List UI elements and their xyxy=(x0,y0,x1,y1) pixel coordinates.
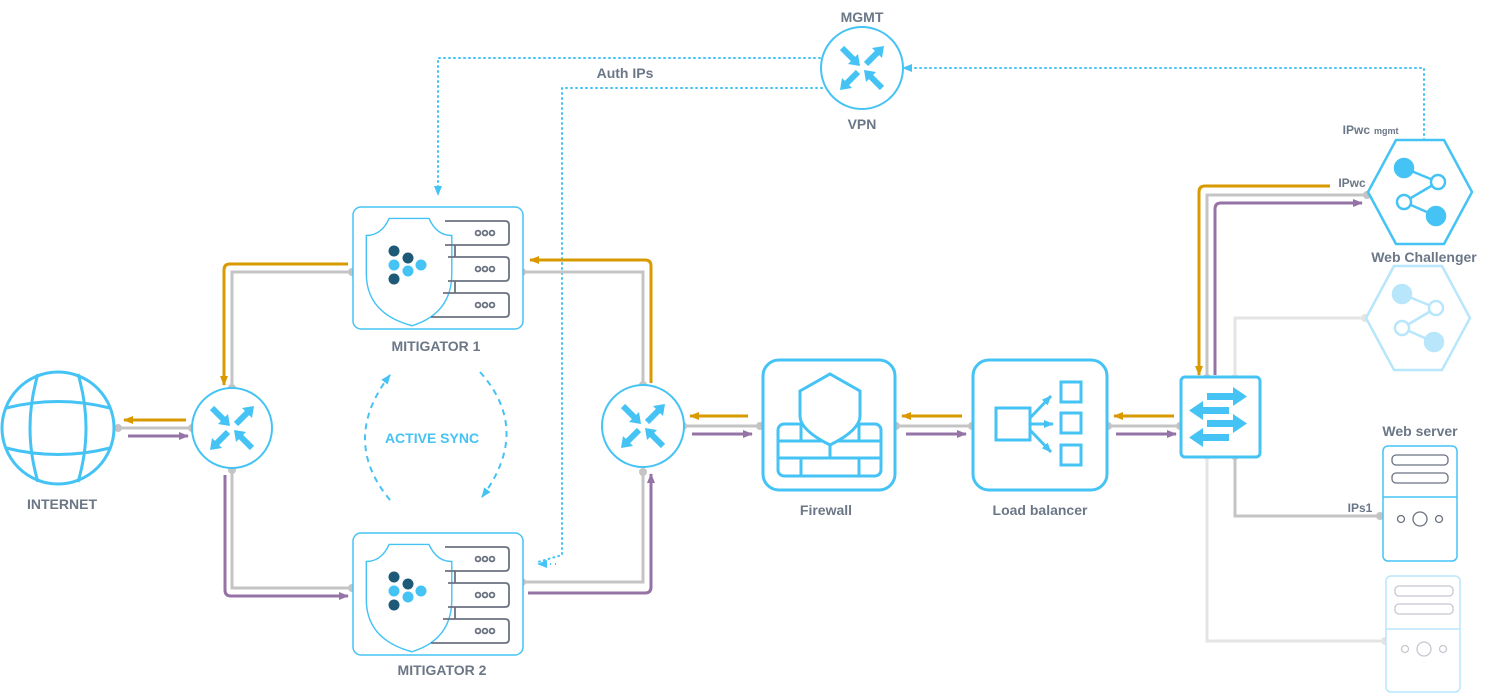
return-flow xyxy=(123,184,1330,424)
share-icon xyxy=(1391,283,1445,353)
server-stack-icon xyxy=(431,546,510,644)
mitigator-2-node[interactable] xyxy=(352,532,524,656)
auth-ips-label: Auth IPs xyxy=(597,65,654,81)
ipwc-mgmt-label: IPwc xyxy=(1343,123,1371,137)
internet-label: INTERNET xyxy=(27,496,97,512)
server-icon xyxy=(1391,454,1449,527)
core-router-icon[interactable] xyxy=(601,384,685,468)
web-challenger-node[interactable] xyxy=(1366,138,1474,246)
active-sync-label: ACTIVE SYNC xyxy=(385,430,479,446)
mgmt-link-web-challenger xyxy=(902,64,1425,141)
mgmt-link-mitigator2 xyxy=(537,87,823,563)
clean-flow xyxy=(128,199,1363,600)
web-challenger-label: Web Challenger xyxy=(1371,249,1477,265)
share-icon xyxy=(1393,157,1447,227)
mgmt-label: MGMT xyxy=(841,9,884,25)
firewall-node[interactable] xyxy=(761,358,897,492)
switch-node[interactable] xyxy=(1179,375,1262,459)
firewall-label: Firewall xyxy=(800,502,852,518)
vpn-router-icon[interactable] xyxy=(820,26,904,110)
server-icon xyxy=(1394,585,1454,657)
load-balancer-node[interactable] xyxy=(971,358,1109,492)
mgmt-links xyxy=(434,57,1425,568)
web-server-label: Web server xyxy=(1382,423,1458,439)
mitigator-2-label: MITIGATOR 2 xyxy=(398,662,487,678)
web-server-node[interactable] xyxy=(1382,445,1458,562)
dots-logo-icon xyxy=(388,245,427,285)
internet-globe-icon[interactable] xyxy=(0,370,116,486)
load-balancer-icon xyxy=(994,380,1083,467)
shield-icon xyxy=(365,543,453,653)
switch-arrows-icon xyxy=(1189,387,1247,447)
edge-router-icon[interactable] xyxy=(191,387,273,469)
mitigator-1-label: MITIGATOR 1 xyxy=(392,338,481,354)
mitigator-1-node[interactable] xyxy=(352,206,524,330)
physical-links xyxy=(118,193,1380,590)
sync-arrows-icon xyxy=(364,371,508,501)
ips1-port-label: IPs1 xyxy=(1348,501,1373,515)
shield-icon xyxy=(365,217,453,327)
mgmt-link-mitigator1 xyxy=(434,57,821,196)
web-challenger-standby-node[interactable] xyxy=(1364,264,1472,372)
web-server-standby-node[interactable] xyxy=(1385,575,1461,693)
dots-logo-icon xyxy=(388,571,427,611)
vpn-label: VPN xyxy=(848,116,877,132)
load-balancer-label: Load balancer xyxy=(993,502,1088,518)
faded-links xyxy=(1205,316,1385,643)
firewall-icon xyxy=(776,372,883,478)
server-stack-icon xyxy=(431,220,510,318)
ipwc-mgmt-sub: mgmt xyxy=(1374,126,1399,136)
ipwc-port-label: IPwc xyxy=(1338,176,1366,190)
